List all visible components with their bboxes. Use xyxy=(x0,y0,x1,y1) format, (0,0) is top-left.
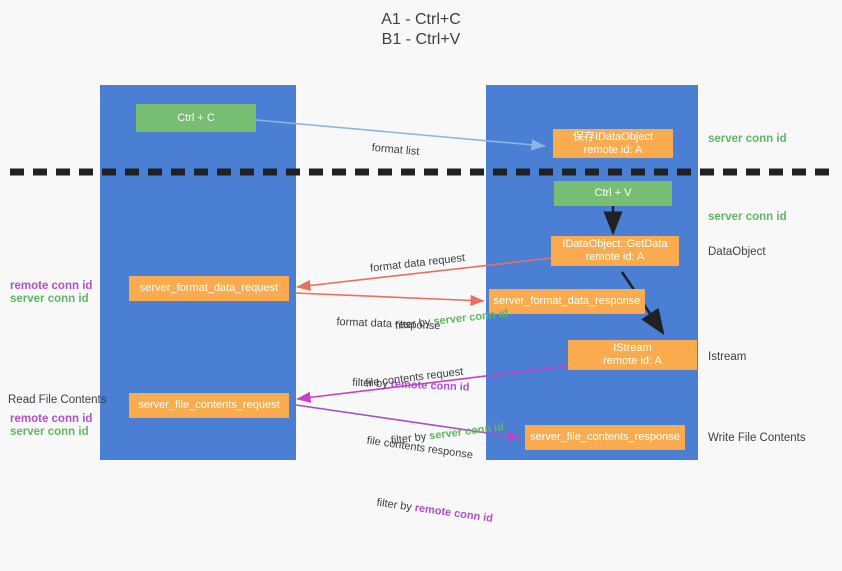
label-istream: Istream xyxy=(708,351,747,363)
edge-label-format-list-text: format list xyxy=(371,141,420,158)
edge-label-file-contents-response-line1: file contents response xyxy=(366,434,474,462)
box-idataobject-getdata-line2: remote id: A xyxy=(585,251,645,263)
edge-label-file-contents-response-prefix: filter by xyxy=(375,496,416,514)
box-save-idataobject-line2: remote id: A xyxy=(583,143,643,156)
box-ctrl-c[interactable]: Ctrl + C xyxy=(136,104,256,132)
edge-label-file-contents-response-highlight: remote conn id xyxy=(413,502,494,525)
box-server-format-data-response-label: server_format_data_response xyxy=(493,295,641,307)
label-write-file-contents: Write File Contents xyxy=(708,432,806,444)
edge-label-format-list: format list xyxy=(368,111,422,190)
box-idataobject-getdata[interactable]: IDataObject::GetData remote id: A xyxy=(551,236,679,266)
box-ctrl-v-label: Ctrl + V xyxy=(594,187,632,199)
box-server-format-data-request-label: server_format_data_request xyxy=(139,282,279,294)
edge-label-format-data-response-line1: format data response xyxy=(336,315,441,333)
box-idataobject-getdata-line1: IDataObject::GetData xyxy=(562,238,668,250)
edge-label-file-contents-request-line1: file contents request xyxy=(364,365,464,390)
label-server-conn-id-mid: server conn id xyxy=(708,211,787,223)
box-istream[interactable]: IStream remote id: A xyxy=(568,340,697,370)
label-read-file-contents: Read File Contents xyxy=(8,394,107,406)
box-save-idataobject-line1: 保存IDataObject xyxy=(572,130,654,143)
box-server-format-data-response[interactable]: server_format_data_response xyxy=(489,289,645,314)
edge-label-file-contents-response-line2: filter by remote conn id xyxy=(355,478,496,541)
label-server-conn-id-2: server conn id xyxy=(10,426,89,438)
box-server-file-contents-response-label: server_file_contents_response xyxy=(530,431,680,443)
label-server-conn-id-top: server conn id xyxy=(708,133,787,145)
box-istream-line2: remote id: A xyxy=(603,355,662,367)
label-remote-conn-id-2: remote conn id xyxy=(10,413,93,425)
box-ctrl-c-label: Ctrl + C xyxy=(177,111,215,124)
label-server-conn-id-1: server conn id xyxy=(10,293,89,305)
box-server-file-contents-response[interactable]: server_file_contents_response xyxy=(525,425,685,450)
page-title: A1 - Ctrl+C B1 - Ctrl+V xyxy=(381,11,461,48)
edge-label-format-data-request-line1: format data request xyxy=(369,252,466,275)
label-dataobject: DataObject xyxy=(708,246,766,258)
label-remote-conn-id-1: remote conn id xyxy=(10,280,93,292)
box-server-file-contents-request-label: server_file_contents_request xyxy=(138,399,280,411)
box-server-format-data-request[interactable]: server_format_data_request xyxy=(129,276,289,301)
box-istream-line1: IStream xyxy=(613,342,652,354)
box-save-idataobject[interactable]: 保存IDataObject remote id: A xyxy=(553,129,673,158)
box-server-file-contents-request[interactable]: server_file_contents_request xyxy=(129,393,289,418)
diagram-canvas: A1 - Ctrl+C B1 - Ctrl+V A1 remote B1 con… xyxy=(8,11,832,525)
box-ctrl-v[interactable]: Ctrl + V xyxy=(554,181,672,206)
edge-label-file-contents-response: file contents response filter by remote … xyxy=(351,404,506,571)
